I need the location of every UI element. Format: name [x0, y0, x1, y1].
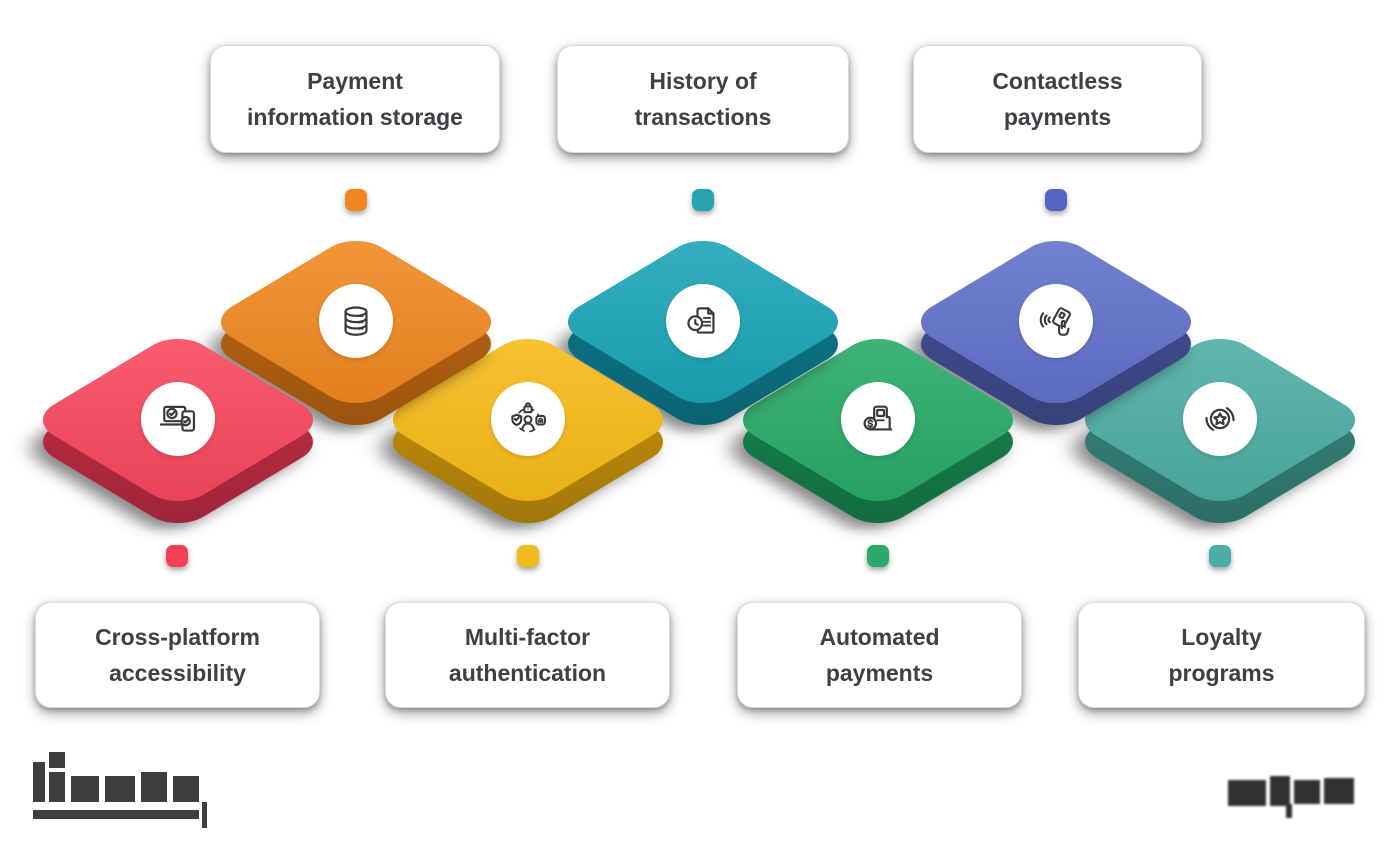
label-line: Automated [819, 624, 940, 650]
icon-circle [141, 382, 215, 456]
diamond-loyalty-programs [1070, 330, 1370, 532]
connector-payment-information-storage [345, 189, 367, 211]
brand-logo-blurred [33, 752, 213, 828]
label-line: accessibility [109, 660, 246, 686]
label-line: Cross-platform [95, 624, 260, 650]
diamond-payment-information-storage [206, 232, 506, 434]
star-badge-icon [1205, 407, 1235, 431]
icon-circle [491, 382, 565, 456]
label-line: Contactless [992, 68, 1123, 94]
label-line: information storage [247, 104, 463, 130]
icon-circle [319, 284, 393, 358]
connector-automated-payments [867, 545, 889, 567]
icon-circle [1019, 284, 1093, 358]
connector-history-of-transactions [692, 189, 714, 211]
label-line: payments [825, 660, 934, 686]
document-clock-icon [687, 307, 715, 334]
mfa-user-shield-icon [511, 402, 546, 433]
watermark-blurred [1228, 772, 1368, 820]
label-line: Multi-factor [464, 624, 591, 650]
label-line: History of [649, 68, 757, 94]
laptop-phone-check-icon [159, 405, 196, 432]
label-line: payments [1003, 104, 1112, 130]
feature-label-loyalty-programs: Loyalty programs [1078, 602, 1365, 708]
icon-circle [841, 382, 915, 456]
connector-contactless-payments [1045, 189, 1067, 211]
label-line: Payment [307, 68, 403, 94]
feature-label-multi-factor-authentication: Multi-factor authentication [385, 602, 670, 708]
diamond-history-of-transactions [553, 232, 853, 434]
diamond-multi-factor-authentication [378, 330, 678, 532]
connector-multi-factor-authentication [517, 545, 539, 567]
terminal-dollar-icon [863, 405, 893, 431]
database-icon [344, 306, 368, 336]
feature-label-history-of-transactions: History of transactions [557, 45, 849, 153]
label-line: programs [1168, 660, 1275, 686]
label-line: transactions [634, 104, 772, 130]
diamond-automated-payments [728, 330, 1028, 532]
feature-label-contactless-payments: Contactless payments [913, 45, 1202, 153]
diamond-cross-platform-accessibility [28, 330, 328, 532]
card-tap-icon [1039, 307, 1071, 336]
feature-label-cross-platform-accessibility: Cross-platform accessibility [35, 602, 320, 708]
connector-cross-platform-accessibility [166, 545, 188, 567]
diamond-contactless-payments [906, 232, 1206, 434]
feature-label-automated-payments: Automated payments [737, 602, 1022, 708]
label-line: authentication [448, 660, 607, 686]
connector-loyalty-programs [1209, 545, 1231, 567]
label-line: Loyalty [1181, 624, 1262, 650]
feature-label-payment-information-storage: Payment information storage [210, 45, 500, 153]
icon-circle [666, 284, 740, 358]
icon-circle [1183, 382, 1257, 456]
